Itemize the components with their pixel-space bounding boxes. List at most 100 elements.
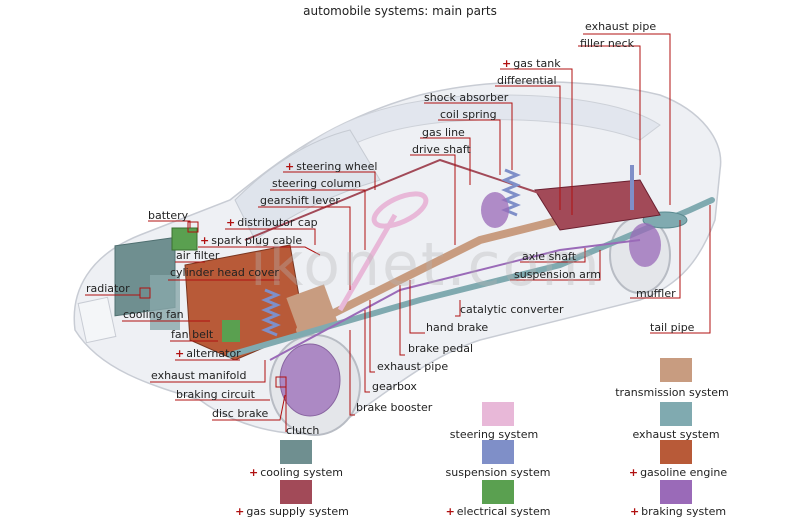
front-coil [261,288,281,337]
steering-wheel-shape [371,191,429,229]
label-distributor-cap: +distributor cap [226,216,318,230]
label-hand-brake: hand brake [426,321,489,334]
gas-tank-shape [534,179,661,231]
left-leader-lines [85,220,321,421]
label-steering-wheel-text: steering wheel [296,160,378,173]
label-cylinder-head-cover: cylinder head cover [170,266,279,279]
legend-label-braking: +braking system [598,505,758,518]
label-air-filter: air filter [176,249,220,262]
label-gearbox: gearbox [372,380,417,393]
legend-swatch-cooling [280,440,312,464]
plus-mark: + [285,160,295,173]
legend-text: electrical system [456,505,551,518]
label-brake-pedal: brake pedal [408,342,474,355]
legend-swatch-steering [482,402,514,426]
page-title: automobile systems: main parts [303,4,497,18]
label-catalytic-converter: catalytic converter [460,303,564,316]
label-spark-plug-cable: +spark plug cable [200,234,302,248]
legend-swatch-transmission [660,358,692,382]
legend-text: steering system [449,428,539,441]
label-gas-line: gas line [422,126,465,139]
legend-swatch-suspension [482,440,514,464]
label-alternator: +alternator [175,347,241,361]
plus-mark: + [445,505,455,518]
legend-text: suspension system [445,466,551,479]
label-gas-tank-text: gas tank [513,57,561,70]
legend-label-steering: steering system [414,428,574,441]
legend-text: cooling system [260,466,344,479]
label-tail-pipe: tail pipe [650,321,695,334]
radiator-marker [139,287,151,299]
battery-marker [187,221,199,233]
label-disc-brake: disc brake [212,407,269,420]
label-drive-shaft: drive shaft [412,143,471,156]
label-steering-wheel: +steering wheel [285,160,377,174]
rear-disc [629,223,661,267]
label-radiator: radiator [86,282,130,295]
legend-swatch-braking [660,480,692,504]
legend-label-gas-supply: +gas supply system [212,505,372,518]
label-shock-absorber: shock absorber [424,91,509,104]
label-spark-plug-cable-text: spark plug cable [211,234,303,247]
label-exhaust-pipe-top: exhaust pipe [585,20,657,33]
label-gas-tank: +gas tank [502,57,561,71]
front-disc [279,343,341,417]
gas-line-path [244,158,561,241]
label-coil-spring: coil spring [440,108,497,121]
legend-swatch-electrical [482,480,514,504]
rear-left-disc [481,192,509,228]
label-distributor-cap-text: distributor cap [237,216,318,229]
label-brake-booster: brake booster [356,401,433,414]
label-alternator-text: alternator [186,347,241,360]
legend-text: gas supply system [246,505,349,518]
plus-mark: + [248,466,259,479]
plus-mark: + [502,57,512,70]
plus-mark: + [175,347,185,360]
plus-mark: + [629,505,640,518]
label-clutch: clutch [286,424,320,437]
leader-lines [258,33,711,432]
car-windshield [234,129,381,241]
legend-label-gasoline: +gasoline engine [598,466,758,479]
legend-text: gasoline engine [640,466,728,479]
label-cooling-fan: cooling fan [123,308,184,321]
label-gearshift-lever: gearshift lever [260,194,340,207]
legend-swatch-exhaust [660,402,692,426]
watermark-text: ikonet.com [250,230,602,300]
drive-shaft [296,216,564,334]
plus-mark: + [200,234,210,247]
label-steering-column: steering column [272,177,362,190]
headlight [77,296,117,344]
rear-coil [501,168,521,217]
label-exhaust-manifold: exhaust manifold [151,369,247,382]
label-axle-shaft: axle shaft [522,250,577,263]
plus-mark: + [235,505,245,518]
legend-swatch-gasoline [660,440,692,464]
legend-text: braking system [641,505,727,518]
legend-text: exhaust system [632,428,720,441]
legend-text: transmission system [615,386,729,399]
label-braking-circuit: braking circuit [176,388,255,401]
label-fan-belt: fan belt [171,328,214,341]
label-suspension-arm: suspension arm [514,268,601,281]
plus-mark: + [628,466,639,479]
car-roof [299,94,661,166]
clutch-marker [275,376,287,388]
exhaust-line [227,197,715,358]
legend-label-suspension: suspension system [418,466,578,479]
label-differential: differential [497,74,557,87]
legend-label-transmission: transmission system [592,386,752,399]
label-filler-neck: filler neck [580,37,634,50]
legend-swatch-gas-supply [280,480,312,504]
brake-line [269,239,641,361]
battery-shape [171,227,198,251]
label-muffler: muffler [636,287,676,300]
plus-mark: + [226,216,236,229]
steering-column-shape [337,213,398,312]
legend-label-exhaust: exhaust system [596,428,756,441]
gearbox-shape [286,284,338,336]
alternator-shape [222,320,240,342]
legend-label-cooling: +cooling system [216,466,376,479]
